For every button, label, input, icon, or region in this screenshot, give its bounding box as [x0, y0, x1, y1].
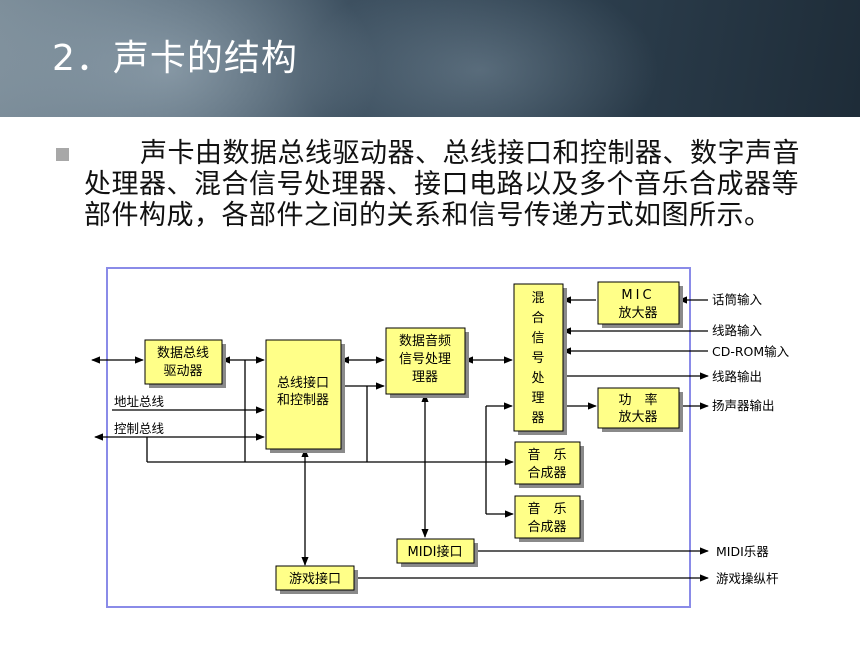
synth1-label-1: 音 乐 — [527, 447, 566, 463]
slide-header: 2．声卡的结构 — [0, 0, 860, 117]
slide-title: 2．声卡的结构 — [52, 38, 298, 79]
bus-driver-label-1: 数据总线 — [157, 346, 209, 361]
line-in-label: 线路输入 — [712, 323, 763, 338]
synth2-label-1: 音 乐 — [527, 501, 566, 517]
body-paragraph: 声卡由数据总线驱动器、总线接口和控制器、数字声音处理器、混合信号处理器、接口电路… — [84, 138, 800, 231]
synth1-label-2: 合成器 — [527, 466, 566, 481]
mixer-label-7: 器 — [531, 411, 544, 426]
bus-interface-label-1: 总线接口 — [277, 375, 329, 391]
mixer-block — [513, 283, 564, 432]
speaker-out-label: 扬声器输出 — [712, 398, 775, 413]
game-port-block — [275, 565, 355, 591]
midi-port-block — [396, 538, 475, 564]
game-port-label: 游戏接口 — [289, 571, 341, 587]
synth-block-2 — [514, 495, 581, 539]
mic-amp-block — [597, 281, 680, 325]
bus-driver-label-2: 驱动器 — [163, 364, 202, 379]
dsp-block — [385, 327, 466, 395]
address-bus-label: 地址总线 — [114, 394, 165, 409]
cdrom-in-label: CD-ROM输入 — [712, 344, 790, 359]
mixer-label-3: 信 — [531, 331, 544, 346]
midi-port-label: MIDI接口 — [408, 544, 463, 560]
mixer-label-1: 混 — [531, 291, 544, 306]
joystick-label: 游戏操纵杆 — [716, 571, 779, 586]
power-amp-label-1: 功 率 — [618, 392, 657, 408]
power-amp-block — [597, 387, 680, 429]
mic-amp-label-1: MIC — [621, 288, 654, 303]
bus-interface-block — [265, 339, 342, 450]
power-amp-label-2: 放大器 — [618, 410, 657, 425]
header-texture-2 — [300, 0, 660, 117]
connection-lines — [91, 296, 709, 582]
mic-amp-label-2: 放大器 — [618, 306, 657, 321]
bus-interface-label-2: 和控制器 — [277, 393, 329, 408]
control-bus-label: 控制总线 — [114, 421, 165, 436]
bus-driver-block — [144, 339, 223, 385]
mic-in-label: 话筒输入 — [712, 292, 763, 307]
dsp-label-3: 理器 — [412, 370, 438, 385]
bullet-square — [56, 148, 69, 161]
mixer-label-4: 号 — [531, 351, 544, 366]
line-out-label: 线路输出 — [712, 369, 762, 384]
dsp-label-2: 信号处理 — [399, 352, 451, 367]
synth-block-1 — [514, 441, 581, 485]
mixer-label-6: 理 — [531, 391, 544, 406]
synth2-label-2: 合成器 — [527, 520, 566, 535]
mixer-label-5: 处 — [531, 371, 544, 386]
dsp-label-1: 数据音频 — [399, 333, 451, 349]
header-texture — [0, 0, 380, 117]
midi-instrument-label: MIDI乐器 — [716, 544, 769, 559]
mixer-label-2: 合 — [531, 311, 544, 326]
